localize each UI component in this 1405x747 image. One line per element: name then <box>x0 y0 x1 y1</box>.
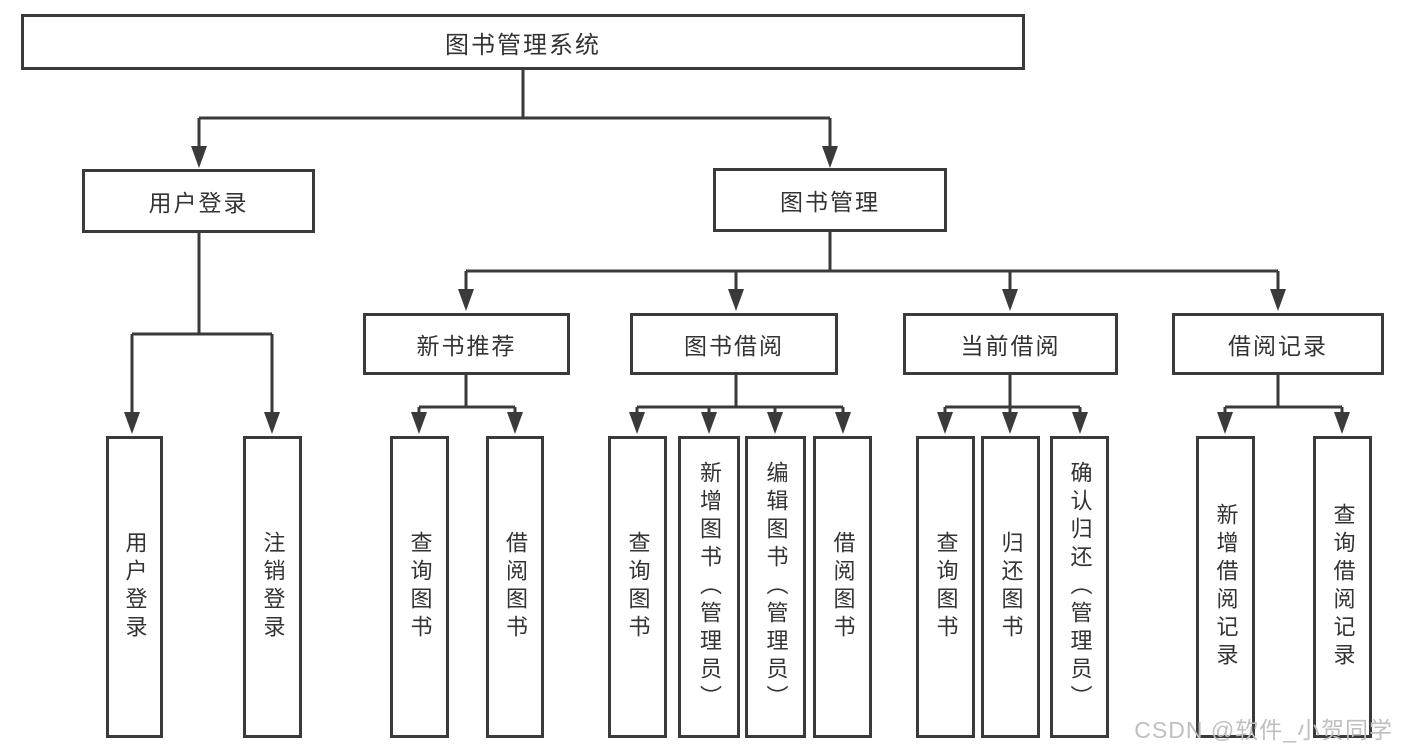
leaf-borrow-edit-books-admin: 编辑图书（管理员） <box>745 436 806 738</box>
leaf-borrow-query-books-label: 查询图书 <box>625 531 651 643</box>
node-book-management-label: 图书管理 <box>780 189 880 215</box>
leaf-user-login: 用户登录 <box>106 436 163 738</box>
leaf-current-query-books-label: 查询图书 <box>933 531 959 643</box>
node-borrow-records: 借阅记录 <box>1172 313 1384 375</box>
leaf-records-query-record-label: 查询借阅记录 <box>1330 503 1356 671</box>
node-user-login: 用户登录 <box>82 169 315 233</box>
connector-book-mgmt-to-level3 <box>458 232 1286 311</box>
leaf-borrow-add-books-admin: 新增图书（管理员） <box>678 436 740 738</box>
leaf-recommend-query-books-label: 查询图书 <box>407 531 433 643</box>
node-borrow-records-label: 借阅记录 <box>1228 333 1328 359</box>
node-user-login-label: 用户登录 <box>148 190 249 216</box>
leaf-current-return-books-label: 归还图书 <box>998 531 1024 643</box>
connector-new-book-to-leaves <box>411 375 523 434</box>
node-current-borrow: 当前借阅 <box>903 313 1118 375</box>
node-current-borrow-label: 当前借阅 <box>960 333 1061 359</box>
leaf-user-login-label: 用户登录 <box>122 531 148 643</box>
connector-root-to-level2 <box>191 70 838 168</box>
leaf-current-query-books: 查询图书 <box>916 436 975 738</box>
leaf-records-add-record: 新增借阅记录 <box>1196 436 1255 738</box>
leaf-borrow-borrow-books-label: 借阅图书 <box>830 531 856 643</box>
leaf-current-confirm-return-admin-label: 确认归还（管理员） <box>1067 461 1093 713</box>
node-book-borrow-label: 图书借阅 <box>684 333 784 359</box>
node-root-label: 图书管理系统 <box>445 31 601 59</box>
node-book-borrow: 图书借阅 <box>630 313 838 375</box>
leaf-current-return-books: 归还图书 <box>981 436 1040 738</box>
node-new-book-recommend-label: 新书推荐 <box>416 333 517 359</box>
leaf-recommend-query-books: 查询图书 <box>390 436 449 738</box>
leaf-recommend-borrow-books: 借阅图书 <box>486 436 544 738</box>
leaf-recommend-borrow-books-label: 借阅图书 <box>503 531 528 643</box>
connector-user-login-to-leaves <box>124 233 280 434</box>
leaf-borrow-query-books: 查询图书 <box>608 436 667 738</box>
node-new-book-recommend: 新书推荐 <box>363 313 570 375</box>
leaf-records-add-record-label: 新增借阅记录 <box>1213 503 1239 671</box>
leaf-borrow-borrow-books: 借阅图书 <box>813 436 872 738</box>
leaf-borrow-edit-books-admin-label: 编辑图书（管理员） <box>763 461 789 713</box>
node-book-management: 图书管理 <box>713 168 947 232</box>
connector-borrow-records-to-leaves <box>1217 375 1350 434</box>
leaf-logout-label: 注销登录 <box>260 531 286 643</box>
csdn-watermark: CSDN @软件_小贺同学 <box>1134 717 1393 743</box>
leaf-borrow-add-books-admin-label: 新增图书（管理员） <box>697 461 722 713</box>
leaf-records-query-record: 查询借阅记录 <box>1313 436 1372 738</box>
connector-current-borrow-to-leaves <box>937 375 1088 434</box>
connector-book-borrow-to-leaves <box>629 375 851 434</box>
leaf-current-confirm-return-admin: 确认归还（管理员） <box>1050 436 1109 738</box>
leaf-logout: 注销登录 <box>243 436 302 738</box>
node-root-library-system: 图书管理系统 <box>21 14 1025 70</box>
